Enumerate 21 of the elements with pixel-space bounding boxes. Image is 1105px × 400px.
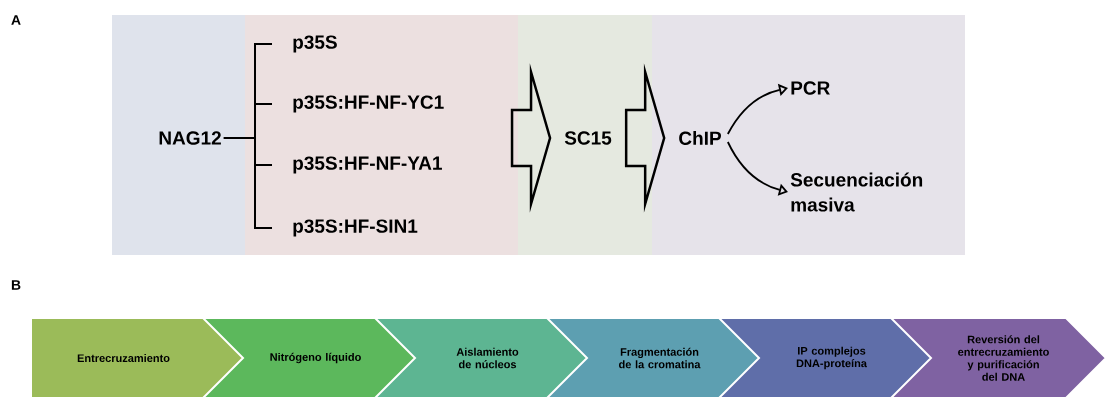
curved-arrow <box>726 141 788 196</box>
step-label: PCR <box>791 81 830 95</box>
block-arrow <box>510 63 552 213</box>
step-label: Secuenciación masiva <box>790 172 923 212</box>
step-label: NAG12 <box>159 131 221 145</box>
step-label: ChIP <box>679 131 721 145</box>
step-label: p35S:HF-NF-YA1 <box>293 156 442 174</box>
panel-letter: A <box>11 15 21 25</box>
chevron-step: Fragmentación de la cromatina <box>544 317 764 399</box>
curved-arrow <box>726 83 788 135</box>
chevron-step: Reversión del entrecruzamiento y purificación del DNA <box>888 317 1105 399</box>
step-label: p35S:HF-NF-YC1 <box>293 95 444 113</box>
chevron-step: Nitrógeno líquido <box>200 317 420 399</box>
panel-letter: B <box>11 280 21 290</box>
chevron-step: Aislamiento de núcleos <box>372 317 592 399</box>
step-label: SC15 <box>564 131 612 145</box>
step-label: p35S <box>293 35 337 53</box>
chevron-step: IP complejos DNA-proteína <box>716 317 936 399</box>
step-label: p35S:HF-SIN1 <box>293 219 418 237</box>
block-arrow <box>624 63 666 213</box>
bracket-line <box>222 137 273 229</box>
